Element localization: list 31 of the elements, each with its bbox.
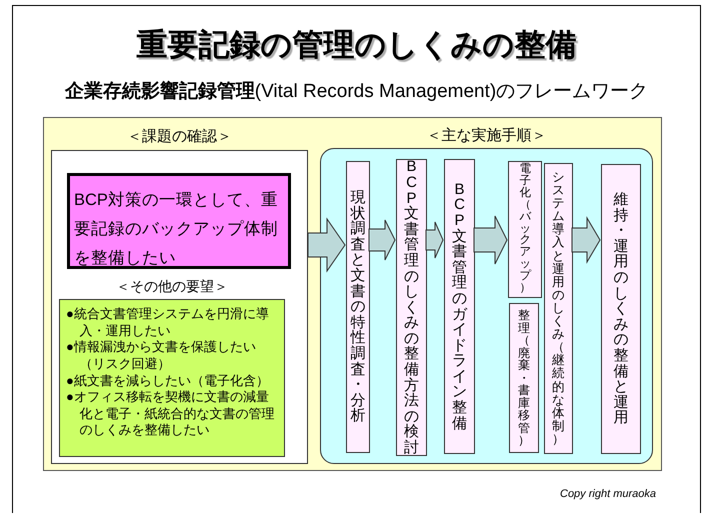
step-column	[544, 163, 573, 454]
step-text: BCP文書管理のガイドライン整備	[452, 182, 468, 432]
block-arrow	[368, 220, 396, 260]
step-text: BCP文書管理のしくみの整備方法の検討	[404, 159, 420, 456]
goal-text: BCP対策の一環として、重要記録のバックアップ体制を整備したい	[74, 190, 279, 269]
subtitle: 企業存続影響記録管理(Vital Records Management)のフレームワーク	[64, 80, 650, 104]
bullet-item: ●情報漏洩から文書を保護したい（リスク回避）	[66, 339, 257, 372]
bullet-item: ●統合文書管理システムを円滑に導入・運用したい	[66, 306, 270, 340]
step-column	[396, 159, 427, 456]
section-heading: ＜その他の要望＞	[115, 278, 229, 296]
step-text: 整理（廃棄・書庫移管）	[518, 309, 530, 447]
copyright-note: Copy right muraoka	[560, 488, 656, 500]
step-column	[346, 161, 370, 453]
bullet-item: ●オフィス移転を契機に文書の減量化と電子・紙統合的な文書の管理のしくみを整備したい	[66, 389, 276, 439]
step-text: システム導入と運用のしくみ（継続的な体制）	[552, 171, 566, 446]
block-arrow	[572, 216, 601, 264]
step-text: 現状調査と文書の特性調査・分析	[350, 190, 366, 424]
block-arrow	[474, 216, 508, 264]
goal-box	[67, 173, 291, 269]
title: 重要記録の管理のしくみの整備	[136, 26, 578, 64]
step-text: 電子化（バックアップ）	[519, 164, 531, 295]
step-column	[444, 159, 475, 454]
section-heading: ＜課題の確認＞	[126, 127, 233, 146]
section-heading: ＜主な実施手順＞	[426, 126, 548, 145]
step-text: 維持・運用のしくみの整備と運用	[613, 192, 629, 426]
step-column	[509, 303, 539, 453]
block-arrow	[308, 217, 346, 273]
step-column	[508, 161, 542, 298]
block-arrow	[426, 222, 444, 258]
bullet-item: ●紙文書を減らしたい（電子化含）	[66, 372, 270, 390]
step-column	[601, 164, 641, 454]
